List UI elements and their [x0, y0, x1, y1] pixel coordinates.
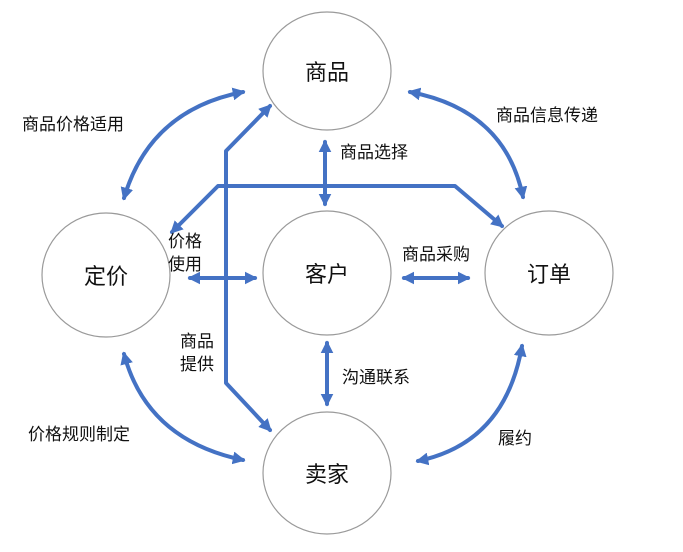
label-price-apply: 商品价格适用	[22, 115, 124, 135]
node-customer-label: 客户	[305, 263, 349, 288]
node-customer: 客户	[262, 210, 392, 336]
node-customer-circle	[262, 210, 392, 336]
node-seller-circle	[262, 411, 392, 535]
edges	[120, 87, 528, 466]
label-price-rule: 价格规则制定	[28, 425, 130, 445]
label-price-use-line1: 价格	[168, 232, 202, 252]
node-pricing-label: 定价	[84, 265, 128, 290]
node-pricing: 定价	[41, 212, 171, 338]
edge-pricing-seller	[120, 351, 246, 465]
node-pricing-circle	[41, 212, 171, 338]
label-communication: 沟通联系	[342, 368, 410, 388]
label-fulfillment: 履约	[498, 429, 532, 449]
edge-pricing-order	[170, 184, 504, 234]
node-seller-label: 卖家	[305, 463, 349, 488]
node-seller: 卖家	[262, 411, 392, 535]
label-provide-line2: 提供	[180, 355, 214, 375]
node-product-circle	[262, 11, 392, 131]
label-price-use-line2: 使用	[168, 254, 202, 275]
edge-product-pricing	[120, 87, 246, 201]
node-order-label: 订单	[527, 263, 571, 288]
edge-product-order	[407, 87, 528, 200]
node-order-circle	[484, 210, 614, 336]
label-purchase: 商品采购	[402, 245, 470, 265]
node-product-label: 商品	[305, 61, 349, 86]
node-product: 商品	[262, 11, 392, 131]
label-info-transfer: 商品信息传递	[496, 106, 598, 126]
edge-order-seller	[415, 343, 527, 466]
label-provide-line1: 商品	[180, 332, 214, 352]
edge-product-seller	[224, 104, 272, 432]
node-order: 订单	[484, 210, 614, 336]
label-product-select: 商品选择	[340, 143, 408, 163]
edge-labels: 商品价格适用 商品信息传递 商品选择 价格 使用 商品采购 商品 提供 沟通联系…	[22, 106, 598, 449]
